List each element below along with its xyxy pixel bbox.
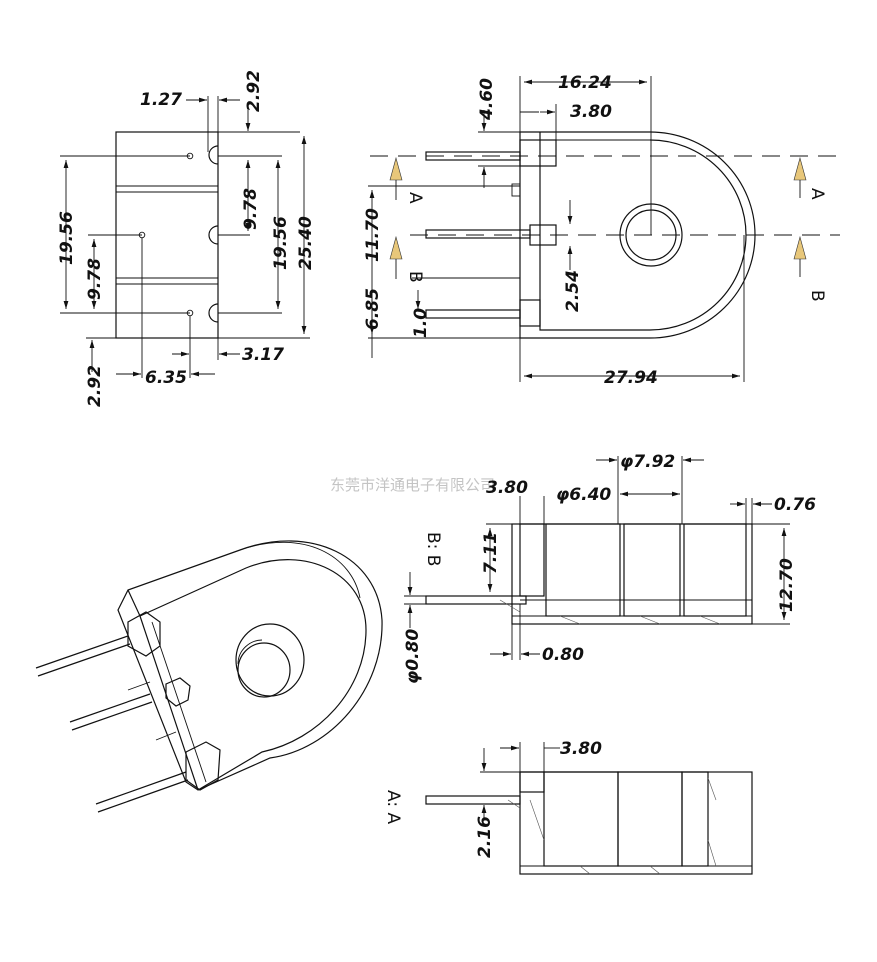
dim-3-80-section: 3.80 — [486, 478, 528, 498]
dim-3-80-bottom: 3.80 — [560, 739, 602, 759]
side-view: A B A B 16.24 3.80 4.60 11.70 6.85 — [363, 73, 840, 388]
dim-2-92-top: 2.92 — [244, 70, 264, 112]
section-bb-outline — [511, 523, 753, 625]
dim-1-0: 1.0 — [411, 308, 431, 338]
dim-19-56-mid: 19.56 — [271, 216, 291, 270]
dim-1-27: 1.27 — [140, 90, 182, 110]
section-label-aa: A: A — [383, 790, 403, 824]
section-label-a-right: A — [807, 188, 827, 200]
section-label-b-right: B — [807, 290, 827, 302]
dim-0-80: 0.80 — [542, 645, 584, 665]
iso-pin-block-top — [127, 611, 161, 657]
dim-25-40: 25.40 — [296, 216, 316, 270]
dim-16-24: 16.24 — [558, 73, 612, 93]
dim-3-80-top: 3.80 — [570, 102, 612, 122]
iso-pin-block-bot — [185, 741, 221, 791]
dim-4-60: 4.60 — [477, 78, 497, 121]
dim-2-54: 2.54 — [563, 270, 583, 312]
dim-6-85: 6.85 — [363, 288, 383, 330]
dim-phi-0-80: φ0.80 — [403, 629, 423, 684]
section-arrow-b-left — [389, 235, 403, 260]
pin-lead-mid — [425, 229, 531, 239]
dim-6-35: 6.35 — [145, 368, 187, 388]
section-label-a-left: A — [405, 192, 425, 204]
section-label-b-left: B — [405, 271, 425, 283]
isometric-view — [35, 540, 383, 813]
dim-2-16: 2.16 — [475, 816, 495, 858]
dim-phi-6-40: φ6.40 — [556, 485, 611, 505]
pin-lead-bot — [425, 309, 521, 319]
iso-pin-block-mid — [165, 677, 191, 707]
front-view: 1.27 2.92 19.56 9.78 9.78 19.56 25.40 2.… — [57, 70, 316, 407]
dim-phi-7-92: φ7.92 — [620, 452, 675, 472]
dim-9-78-left: 9.78 — [85, 258, 105, 300]
section-aa-view: A: A 3.80 2.16 — [383, 739, 753, 875]
section-arrow-a-left — [389, 156, 403, 181]
watermark-text: 东莞市洋通电子有限公司 — [330, 476, 495, 494]
dim-9-78-mid: 9.78 — [241, 188, 261, 230]
section-bb-view: B: B φ7.92 φ6.40 3.80 0.76 7.11 12.70 — [403, 452, 816, 684]
dim-3-17: 3.17 — [242, 345, 284, 365]
section-aa-outline — [519, 771, 753, 875]
iso-core-inner — [237, 642, 291, 698]
dim-0-76: 0.76 — [774, 495, 816, 515]
dim-19-56-left: 19.56 — [57, 211, 77, 265]
section-bb-pin — [425, 595, 527, 605]
dim-2-92-bot: 2.92 — [85, 365, 105, 407]
dim-7-11: 7.11 — [481, 532, 501, 574]
dim-11-70: 11.70 — [363, 208, 383, 262]
section-label-bb: B: B — [423, 532, 443, 566]
section-arrow-a-right — [793, 156, 807, 181]
dim-12-70: 12.70 — [777, 558, 797, 612]
side-view-body-outer — [519, 131, 756, 339]
section-aa-pin — [425, 795, 521, 805]
dim-27-94: 27.94 — [604, 368, 658, 388]
pin-notch-mid — [208, 225, 219, 245]
pin-block-top — [519, 139, 557, 167]
pin-block-bot — [519, 299, 541, 327]
section-arrow-b-right — [793, 235, 807, 260]
side-view-body-inner — [539, 132, 747, 331]
iso-core-outer — [235, 623, 305, 697]
pin-notch-top — [208, 145, 219, 165]
pin-notch-bot — [208, 303, 219, 323]
iso-body-outline — [117, 540, 383, 791]
